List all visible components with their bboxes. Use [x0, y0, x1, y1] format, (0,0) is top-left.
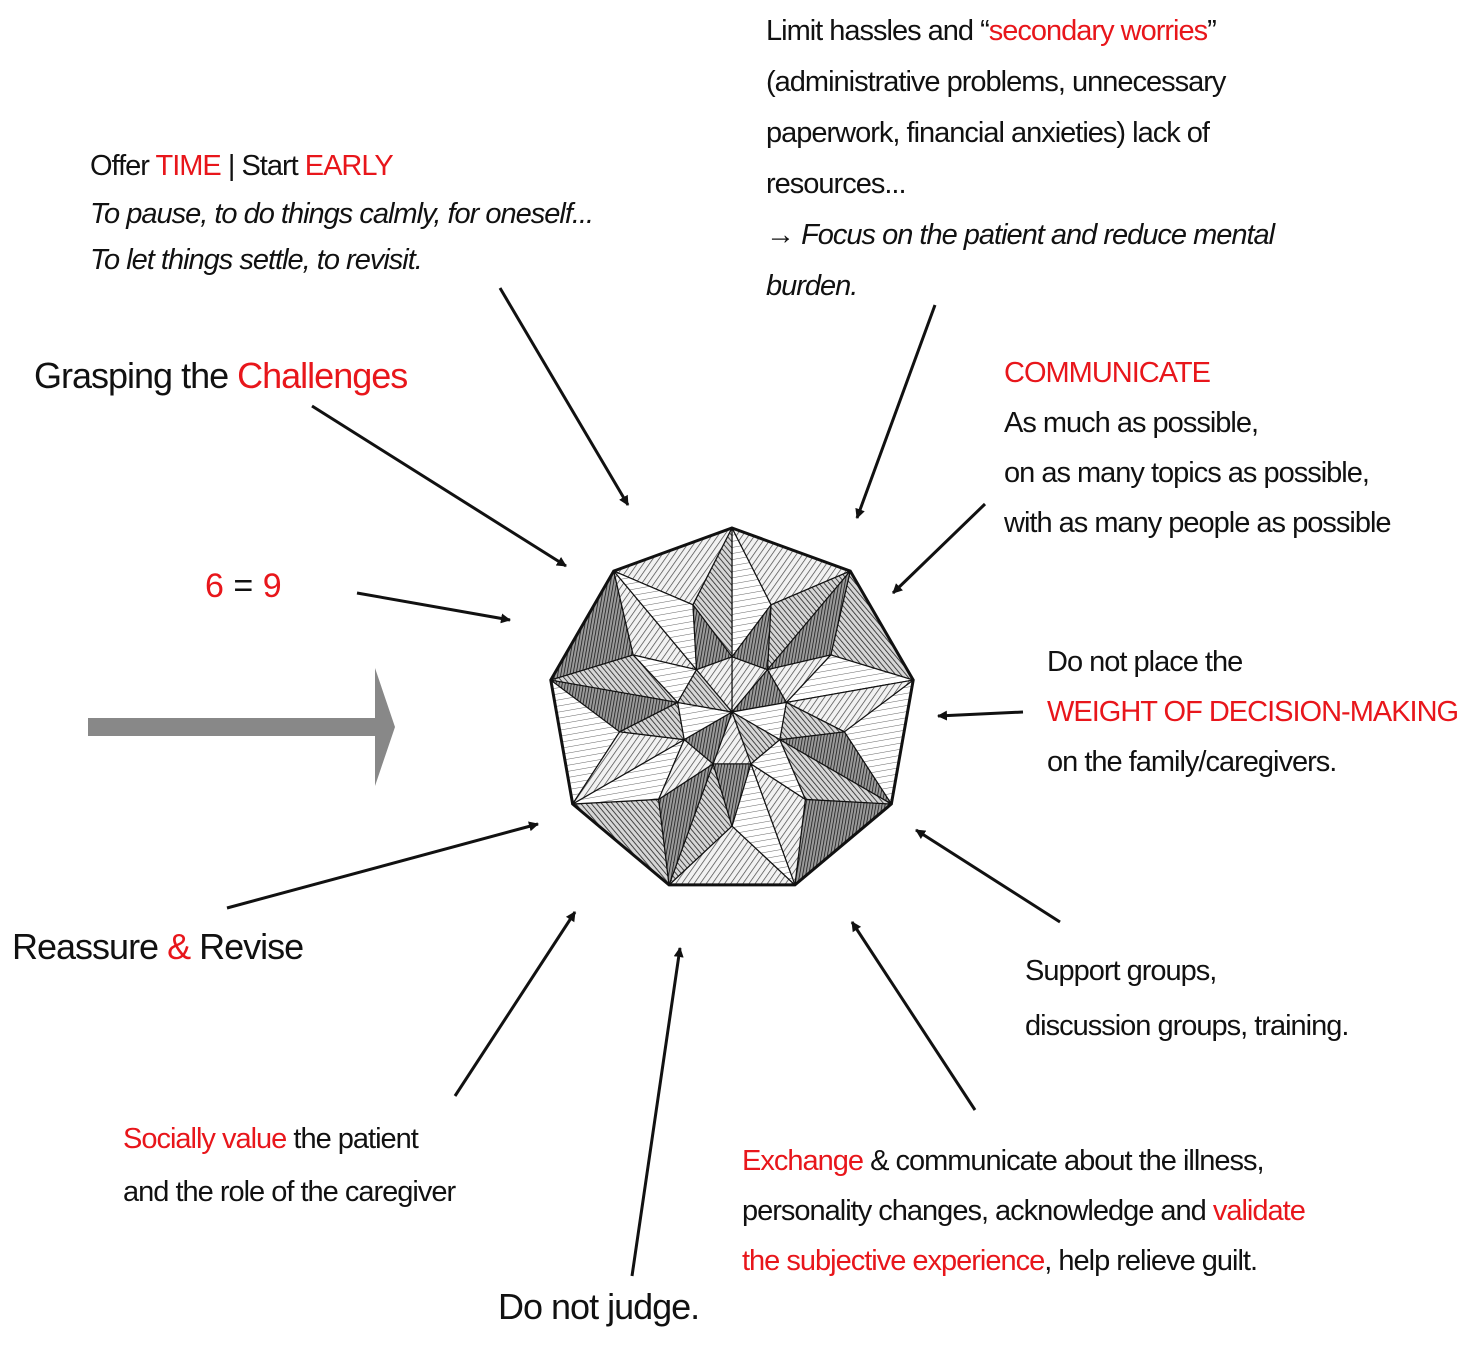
time-block: Offer TIME | Start EARLY To pause, to do… — [90, 141, 594, 283]
arrow-time — [498, 287, 630, 506]
challenges-word: Challenges — [237, 355, 408, 396]
communicate-block: COMMUNICATE As much as possible, on as m… — [1004, 348, 1392, 548]
communicate-line-2: on as many topics as possible, — [1004, 457, 1370, 489]
arrow-exchange — [850, 921, 977, 1111]
secondary-worries: secondary worries — [988, 15, 1208, 47]
exchange-line-3: the subjective experience, help relieve … — [742, 1245, 1258, 1277]
arrow-reassure — [226, 821, 539, 910]
time-title: Offer TIME | Start EARLY — [90, 141, 593, 191]
decision-line-1: Do not place the — [1047, 646, 1243, 678]
time-line-settle: To let things settle, to revisit. — [90, 244, 423, 276]
communicate-heading: COMMUNICATE — [1004, 357, 1211, 389]
validate-word: validate — [1212, 1195, 1306, 1227]
exchange-word: Exchange — [742, 1145, 864, 1177]
subjective-experience: the subjective experience — [742, 1245, 1045, 1277]
socially-value: Socially value — [123, 1123, 287, 1155]
hassles-line-admin: (administrative problems, unnecessary — [766, 66, 1226, 98]
big-gray-arrow — [88, 668, 395, 786]
decision-block: Do not place the WEIGHT OF DECISION-MAKI… — [1047, 637, 1459, 787]
right-arrow-icon: → — [766, 219, 795, 251]
early-word: EARLY — [304, 150, 394, 182]
time-line-pause: To pause, to do things calmly, for onese… — [90, 198, 594, 230]
arrow-grasping — [311, 404, 567, 568]
exchange-line-1: Exchange & communicate about the illness… — [742, 1145, 1265, 1177]
decision-weight: WEIGHT OF DECISION-MAKING — [1047, 696, 1459, 728]
judge-label: Do not judge. — [498, 1286, 700, 1327]
social-line-2: and the role of the caregiver — [123, 1176, 456, 1208]
hassles-line-focus: → Focus on the patient and reduce mental — [766, 219, 1275, 251]
ampersand: & — [167, 926, 191, 967]
offer-word: Offer — [90, 150, 150, 182]
arrow-equation — [356, 591, 511, 624]
exchange-block: Exchange & communicate about the illness… — [742, 1136, 1306, 1286]
start-word: Start — [241, 150, 298, 182]
arrow-social — [453, 911, 577, 1097]
arrow-judge — [630, 947, 684, 1277]
reassure-label: Reassure & Revise — [12, 926, 304, 967]
exchange-line-2: personality changes, acknowledge and val… — [742, 1195, 1306, 1227]
equation-label: 6 = 9 — [205, 567, 282, 605]
support-line-1: Support groups, — [1025, 955, 1217, 987]
social-block: Socially value the patient and the role … — [123, 1113, 456, 1219]
separator: | — [227, 150, 235, 182]
grasping-label: Grasping the Challenges — [34, 355, 408, 396]
arrow-communicate — [891, 502, 987, 595]
hassles-line-burden: burden. — [766, 270, 858, 302]
time-word: TIME — [155, 150, 221, 182]
decision-line-3: on the family/caregivers. — [1047, 746, 1337, 778]
hassles-line-paperwork: paperwork, financial anxieties) lack of — [766, 117, 1210, 149]
arrow-support — [915, 828, 1061, 924]
support-block: Support groups, discussion groups, train… — [1025, 944, 1349, 1054]
support-line-2: discussion groups, training. — [1025, 1010, 1349, 1042]
hassles-title: Limit hassles and “secondary worries” — [766, 15, 1217, 47]
hassles-line-resources: resources... — [766, 168, 907, 200]
hassles-block: Limit hassles and “secondary worries” (a… — [766, 6, 1275, 312]
arrow-decision — [937, 710, 1024, 721]
communicate-line-3: with as many people as possible — [1004, 507, 1392, 539]
social-line-1: Socially value the patient — [123, 1123, 419, 1155]
arrow-hassles — [855, 304, 937, 519]
communicate-line-1: As much as possible, — [1004, 407, 1259, 439]
